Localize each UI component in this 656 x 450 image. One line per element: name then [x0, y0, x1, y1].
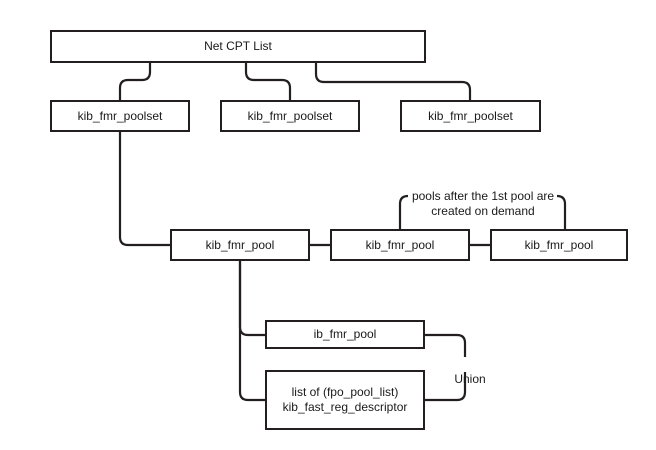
node-label: kib_fmr_poolset [77, 108, 163, 123]
annotation-union-label: Union [448, 357, 492, 387]
node-label: kib_fmr_poolset [428, 108, 513, 123]
node-fpo-pool-list[interactable]: list of (fpo_pool_list) kib_fast_reg_des… [265, 370, 425, 430]
node-net-cpt-list[interactable]: Net CPT List [50, 30, 426, 63]
connector-pool1-to-fpo-pool-list [238, 261, 265, 402]
node-kib-fmr-poolset-1[interactable]: kib_fmr_poolset [50, 100, 190, 132]
node-kib-fmr-pool-2[interactable]: kib_fmr_pool [330, 229, 470, 261]
node-label: kib_fmr_pool [205, 237, 275, 252]
node-ib-fmr-pool[interactable]: ib_fmr_pool [265, 320, 425, 349]
annotation-on-demand-note: pools after the 1st pool are created on … [398, 174, 568, 219]
connector-union-bracket-top [425, 333, 467, 357]
node-label: list of (fpo_pool_list) kib_fast_reg_des… [282, 385, 408, 414]
node-label: kib_fmr_pool [524, 237, 594, 252]
annotation-text: pools after the 1st pool are created on … [411, 189, 555, 218]
node-kib-fmr-pool-1[interactable]: kib_fmr_pool [170, 229, 310, 261]
node-kib-fmr-poolset-2[interactable]: kib_fmr_poolset [220, 100, 360, 132]
connector-note-to-pool3 [556, 194, 567, 229]
node-label: Net CPT List [204, 39, 272, 53]
connector-pool1-to-ib-fmr-pool [238, 261, 265, 337]
node-kib-fmr-poolset-3[interactable]: kib_fmr_poolset [400, 100, 541, 132]
node-label: kib_fmr_poolset [247, 108, 333, 123]
node-label: ib_fmr_pool [313, 327, 377, 341]
node-label: kib_fmr_pool [365, 237, 435, 252]
connector-cpt-to-poolset-3 [314, 63, 472, 100]
connector-note-to-pool2 [398, 194, 409, 229]
connector-poolset1-to-pool1 [118, 132, 170, 247]
connector-union-bracket-bottom [425, 372, 467, 402]
connector-cpt-to-poolset-2 [244, 63, 292, 100]
node-kib-fmr-pool-3[interactable]: kib_fmr_pool [490, 229, 628, 261]
connector-cpt-to-poolset-1 [118, 63, 152, 100]
annotation-text: Union [454, 372, 486, 386]
